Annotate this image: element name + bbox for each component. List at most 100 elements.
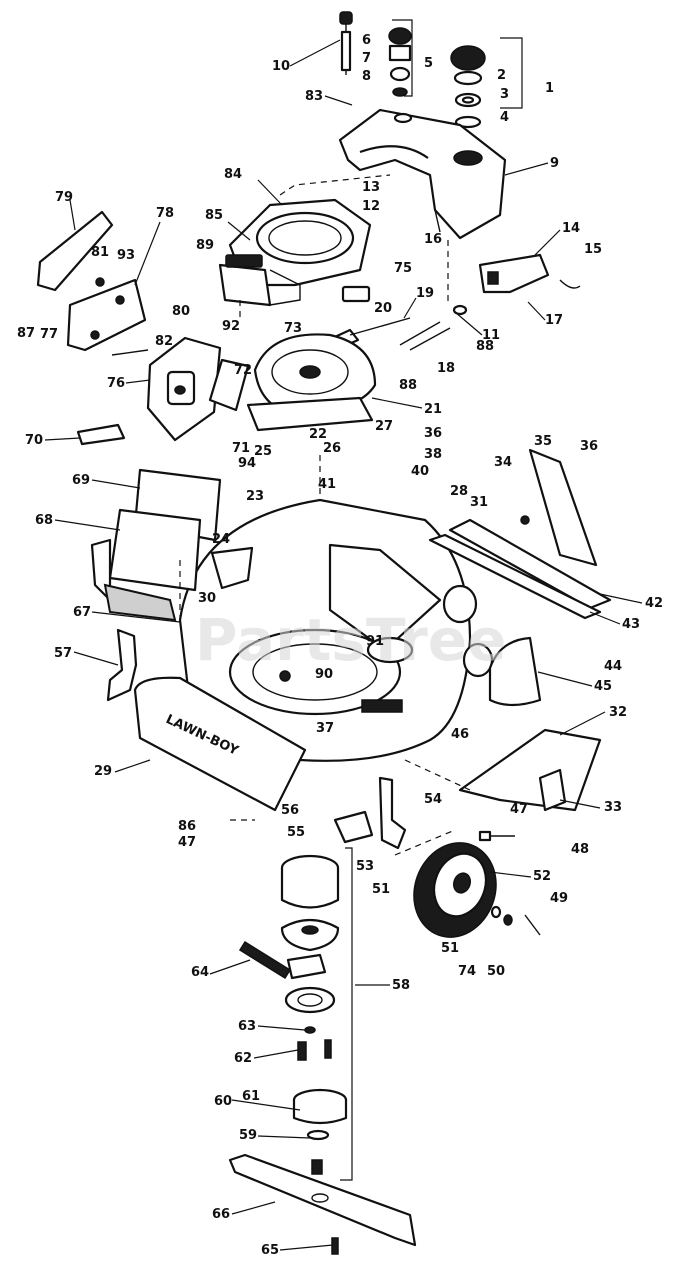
callout-30: 30 xyxy=(198,591,216,606)
callout-55: 55 xyxy=(287,825,305,840)
callout-11: 11 xyxy=(482,328,500,343)
callout-71: 71 xyxy=(232,441,250,456)
callout-7: 7 xyxy=(362,51,371,66)
callout-79: 79 xyxy=(55,190,73,205)
callout-67: 67 xyxy=(73,605,91,620)
callout-50: 50 xyxy=(487,964,505,979)
callout-3: 3 xyxy=(500,87,509,102)
callout-37: 37 xyxy=(316,721,334,736)
callout-18: 18 xyxy=(437,361,455,376)
callout-64: 64 xyxy=(191,965,209,980)
callout-54: 54 xyxy=(424,792,442,807)
rear-deflector-32 xyxy=(458,728,602,812)
callout-74: 74 xyxy=(458,964,476,979)
callout-12: 12 xyxy=(362,199,380,214)
callout-26: 26 xyxy=(323,441,341,456)
callout-88a: 88 xyxy=(476,339,494,354)
left-side-parts xyxy=(36,210,250,446)
callout-59: 59 xyxy=(239,1128,257,1143)
callout-69: 69 xyxy=(72,473,90,488)
callout-4: 4 xyxy=(500,110,509,125)
callout-6: 6 xyxy=(362,33,371,48)
callout-68: 68 xyxy=(35,513,53,528)
callout-24: 24 xyxy=(212,532,230,547)
callout-38: 38 xyxy=(424,447,442,462)
fuel-tank-9 xyxy=(338,108,507,240)
callout-20: 20 xyxy=(374,301,392,316)
callout-56: 56 xyxy=(281,803,299,818)
callout-51b: 51 xyxy=(441,941,459,956)
wheel-bracket-57 xyxy=(106,628,138,702)
callout-84: 84 xyxy=(224,167,242,182)
callout-16: 16 xyxy=(424,232,442,247)
wheel-52 xyxy=(413,842,497,938)
callout-44: 44 xyxy=(604,659,622,674)
callout-77: 77 xyxy=(40,327,58,342)
callout-86: 86 xyxy=(178,819,196,834)
callout-35: 35 xyxy=(534,434,552,449)
callout-31: 31 xyxy=(470,495,488,510)
callout-28: 28 xyxy=(450,484,468,499)
callout-25: 25 xyxy=(254,444,272,459)
callout-62: 62 xyxy=(234,1051,252,1066)
callout-23: 23 xyxy=(246,489,264,504)
callout-32: 32 xyxy=(609,705,627,720)
callout-65: 65 xyxy=(261,1243,279,1258)
callout-42: 42 xyxy=(645,596,663,611)
callout-75: 75 xyxy=(394,261,412,276)
callout-82: 82 xyxy=(155,334,173,349)
callout-93: 93 xyxy=(117,248,135,263)
callout-13: 13 xyxy=(362,180,380,195)
callout-90: 90 xyxy=(315,667,333,682)
callout-34: 34 xyxy=(494,455,512,470)
height-adjuster-45 xyxy=(488,636,542,707)
callout-22: 22 xyxy=(309,427,327,442)
callout-19: 19 xyxy=(416,286,434,301)
callout-80: 80 xyxy=(172,304,190,319)
bracket-14 xyxy=(478,253,581,294)
callout-40: 40 xyxy=(411,464,429,479)
primer-bulb-10 xyxy=(339,11,353,75)
callout-43: 43 xyxy=(622,617,640,632)
callout-91: 91 xyxy=(366,634,384,649)
callout-92: 92 xyxy=(222,319,240,334)
callout-72: 72 xyxy=(234,363,252,378)
callout-58: 58 xyxy=(392,978,410,993)
wheel-bracket-54 xyxy=(333,776,407,850)
mower-deck-29: LAWN-BOY xyxy=(133,498,494,812)
callout-14: 14 xyxy=(562,221,580,236)
engine-base-21 xyxy=(246,333,377,432)
callout-70: 70 xyxy=(25,433,43,448)
callout-27: 27 xyxy=(375,419,393,434)
callout-66: 66 xyxy=(212,1207,230,1222)
callout-10: 10 xyxy=(272,59,290,74)
callout-41: 41 xyxy=(318,477,336,492)
callout-47b: 47 xyxy=(510,802,528,817)
assembly-line-a xyxy=(279,174,391,196)
callout-17: 17 xyxy=(545,313,563,328)
callout-85: 85 xyxy=(205,208,223,223)
callout-94: 94 xyxy=(238,456,256,471)
callout-51a: 51 xyxy=(372,882,390,897)
callout-87: 87 xyxy=(17,326,35,341)
callout-2: 2 xyxy=(497,68,506,83)
callout-5: 5 xyxy=(424,56,433,71)
fuel-cap-assembly-1 xyxy=(450,37,523,129)
callout-36b: 36 xyxy=(424,426,442,441)
callout-labels: 1 2 3 4 5 6 7 8 9 10 11 12 13 14 15 16 1… xyxy=(17,33,663,1258)
discharge-chute-68 xyxy=(90,468,254,622)
callout-29: 29 xyxy=(94,764,112,779)
leader-lines xyxy=(44,39,643,1251)
callout-33: 33 xyxy=(604,800,622,815)
assembly-line-f xyxy=(404,759,471,791)
callout-47a: 47 xyxy=(178,835,196,850)
callout-49: 49 xyxy=(550,891,568,906)
callout-88b: 88 xyxy=(399,378,417,393)
callout-45: 45 xyxy=(594,679,612,694)
callout-9: 9 xyxy=(550,156,559,171)
callout-60: 60 xyxy=(214,1094,232,1109)
callout-81: 81 xyxy=(91,245,109,260)
callout-8: 8 xyxy=(362,69,371,84)
fuel-cap-assembly-5 xyxy=(388,19,413,97)
